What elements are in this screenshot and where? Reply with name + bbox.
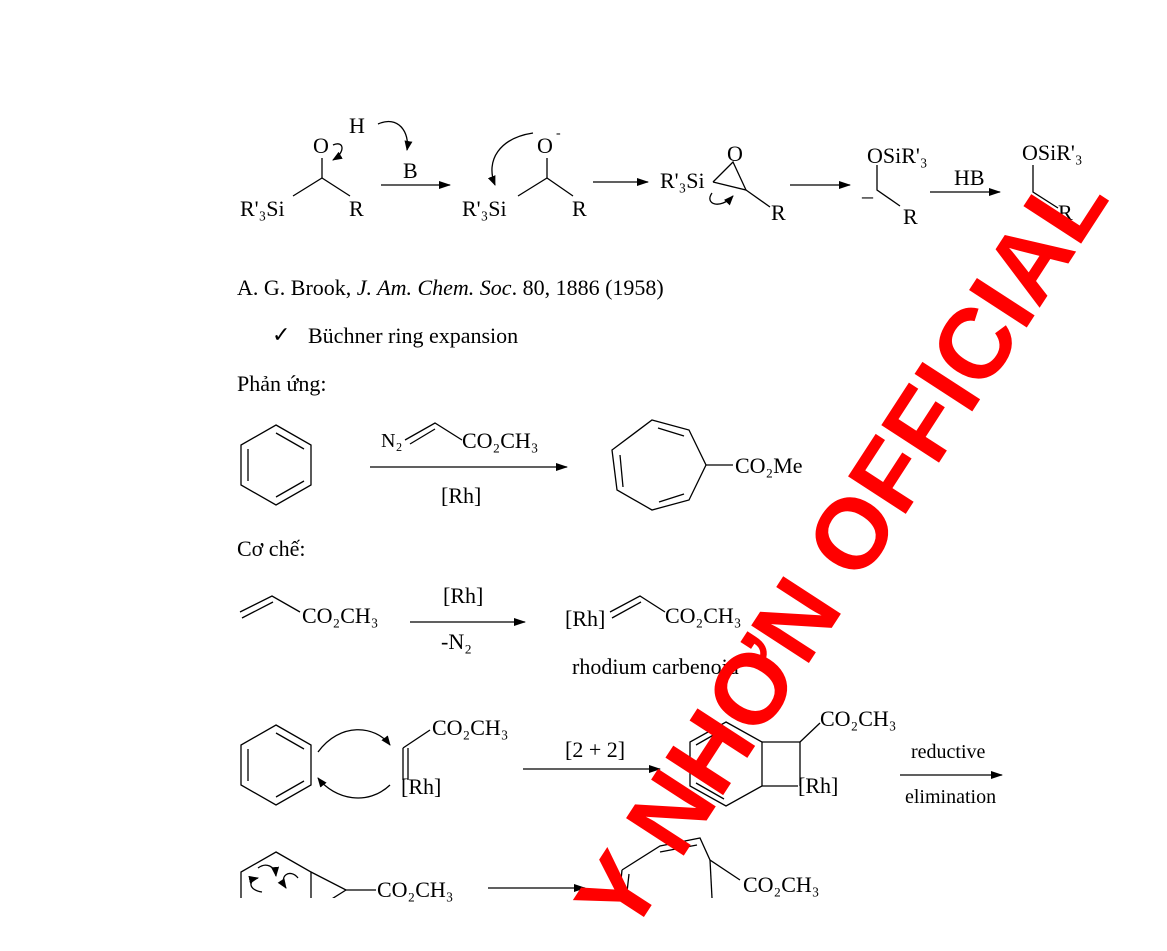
section-title-buchner: Büchner ring expansion xyxy=(308,323,519,348)
carbenoid-bonds xyxy=(609,595,666,613)
carbenoid-double xyxy=(611,601,642,619)
silyl-ether-4: OSiR'₃ xyxy=(867,143,928,168)
citation-author: A. G. Brook, xyxy=(237,275,357,300)
brook-3-ring xyxy=(712,160,748,191)
citation-journal: J. Am. Chem. Soc xyxy=(356,275,512,300)
silyl-group-3: R'₃Si xyxy=(660,168,705,193)
step2-rh: [Rh] xyxy=(401,774,442,799)
r-group-3: R xyxy=(771,200,786,225)
reaction-label: Phản ứng: xyxy=(237,371,327,396)
diazoester-double xyxy=(409,428,436,445)
acid-hb: HB xyxy=(954,165,985,190)
brook-2-curved-arrow xyxy=(487,132,534,186)
step3-product-ester: CO₂CH₃ xyxy=(743,872,820,897)
diazo-n2: N₂ xyxy=(381,430,403,452)
r-group-4: R xyxy=(903,204,918,229)
atom-o-minus: O xyxy=(537,133,553,158)
product-co2me: CO₂Me xyxy=(735,453,803,478)
mechanism-curved-arrow-2 xyxy=(317,777,391,799)
atom-o-1: O xyxy=(313,133,329,158)
carbenoid-2-bond xyxy=(402,729,431,749)
brook-1-curved-arrow-b xyxy=(377,121,413,151)
check-mark-icon: ✓ xyxy=(272,322,291,347)
silyl-group-1: R'₃Si xyxy=(240,196,285,221)
diazo-ester: CO₂CH₃ xyxy=(462,428,539,453)
acrylate-bonds xyxy=(239,595,301,613)
mechanism-label: Cơ chế: xyxy=(237,536,306,561)
silyl-group-2: R'₃Si xyxy=(462,196,507,221)
carbenoid-ester: CO₂CH₃ xyxy=(665,603,742,628)
benzene-ring-2 xyxy=(240,724,312,806)
cycloaddition-label: [2 + 2] xyxy=(565,737,626,762)
brook-4-bonds xyxy=(876,165,901,207)
cycloheptatriene-ring xyxy=(611,419,733,511)
brook-citation: A. G. Brook, J. Am. Chem. Soc. 80, 1886 … xyxy=(237,275,664,301)
diazoester-bonds xyxy=(404,422,463,441)
base-b: B xyxy=(403,158,418,183)
brook-3-r-bond xyxy=(745,189,771,208)
mechanism-curved-arrow-1 xyxy=(317,729,391,753)
brook-5-bonds xyxy=(1032,165,1059,209)
carbenoid-name: rhodium carbenoid xyxy=(572,654,739,679)
step2-ester: CO₂CH₃ xyxy=(432,715,509,740)
norcaradiene-ring xyxy=(240,851,376,898)
citation-details: . 80, 1886 (1958) xyxy=(511,275,664,300)
elimination-label: elimination xyxy=(905,786,997,808)
step1-reagent: [Rh] xyxy=(443,583,484,608)
catalyst-rh: [Rh] xyxy=(441,483,482,508)
brook-2-bonds xyxy=(517,177,574,197)
bicyclic-intermediate xyxy=(689,721,821,807)
brook-1-bonds xyxy=(292,177,351,197)
carbanion-charge: – xyxy=(862,183,873,208)
step1-byproduct: -N₂ xyxy=(441,629,472,654)
acrylate-ester: CO₂CH₃ xyxy=(302,603,379,628)
r-group-5: R xyxy=(1058,200,1073,225)
atom-o-3: O xyxy=(727,141,743,166)
chemistry-drawing xyxy=(239,121,1059,898)
r-group-2: R xyxy=(572,196,587,221)
r-group-1: R xyxy=(349,196,364,221)
bicyclic-ester: CO₂CH₃ xyxy=(820,706,897,731)
step3-ester: CO₂CH₃ xyxy=(377,877,454,902)
benzene-ring-1 xyxy=(240,424,312,506)
reductive-label: reductive xyxy=(911,741,986,763)
acrylate-double xyxy=(241,601,274,619)
brook-1-curved-arrow-oh xyxy=(332,143,343,161)
atom-h-1: H xyxy=(349,113,365,138)
bicyclic-rh: [Rh] xyxy=(798,773,839,798)
brook-3-curved-arrow xyxy=(709,192,734,206)
carbenoid-rh: [Rh] xyxy=(565,606,606,631)
minus-charge: - xyxy=(556,126,561,141)
cycloheptatriene-ring-2 xyxy=(618,837,741,898)
silyl-ether-5: OSiR'₃ xyxy=(1022,140,1083,165)
